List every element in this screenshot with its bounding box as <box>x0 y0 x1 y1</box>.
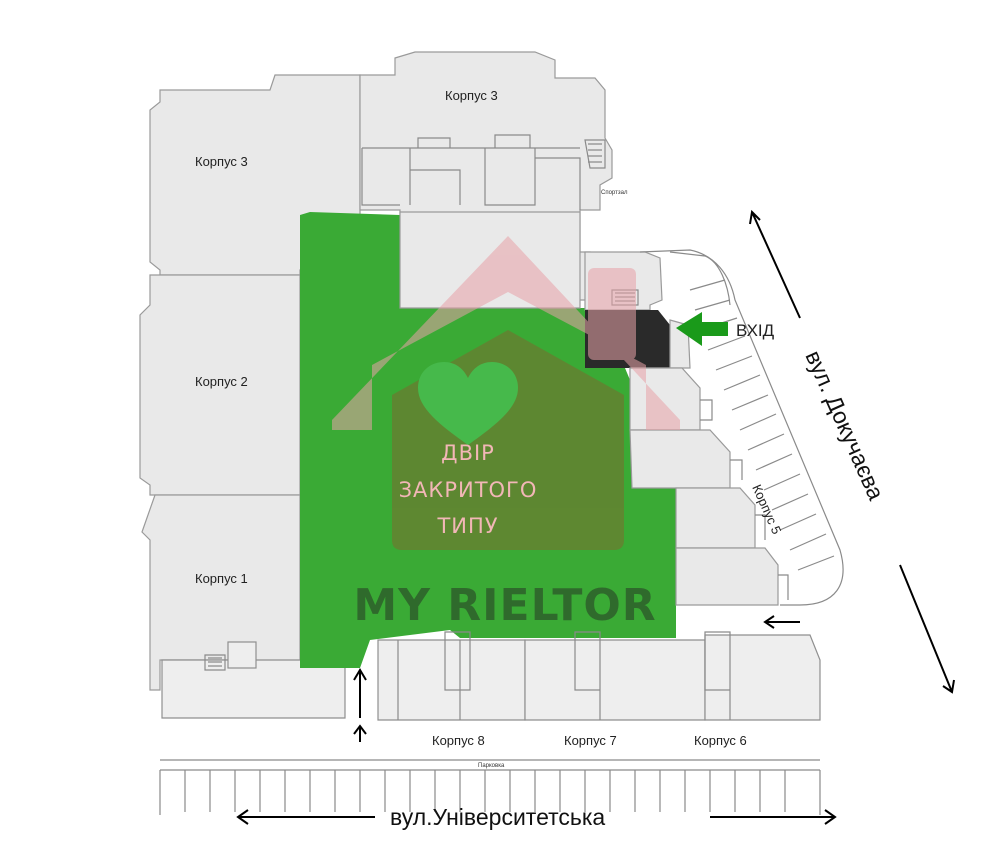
street-universytetska: вул.Університетська <box>390 804 605 830</box>
brand-watermark: MY RIELTOR <box>353 580 656 631</box>
label-korpus1: Корпус 1 <box>195 571 248 586</box>
rooms-korpus3 <box>361 137 580 206</box>
building-korpus6 <box>704 634 821 721</box>
label-entrance: ВХІД <box>736 321 775 340</box>
parking-universytetska <box>159 759 821 815</box>
house-roof <box>332 236 680 430</box>
parking-dokuchaieva <box>639 249 844 606</box>
label-korpus6: Корпус 6 <box>694 733 747 748</box>
label-korpus3-top: Корпус 3 <box>445 88 498 103</box>
label-korpus3-left: Корпус 3 <box>195 154 248 169</box>
parking-spaces-dokuchaieva <box>689 279 835 571</box>
stair-korpus1 <box>227 641 257 669</box>
heart-icon <box>418 362 518 445</box>
parking-spaces-universytetska <box>184 770 786 812</box>
street-arrow-left-icon <box>236 809 375 825</box>
street-arrow-right-icon <box>710 809 837 825</box>
arrow-up-small-icon <box>353 724 367 742</box>
label-korpus8: Корпус 8 <box>432 733 485 748</box>
yard-line2: ЗАКРИТОГО <box>399 478 538 502</box>
label-korpus2: Корпус 2 <box>195 374 248 389</box>
label-korpus7: Корпус 7 <box>564 733 617 748</box>
stairs-icon <box>204 654 226 671</box>
label-sportzal: Спортзал <box>601 190 628 196</box>
korpus5-details <box>700 399 789 600</box>
building-korpus5-e <box>675 547 779 606</box>
building-korpus5-d <box>675 487 756 549</box>
street-arrow-up-icon <box>749 209 801 319</box>
label-parking: Парковка <box>478 763 505 769</box>
street-dokuchaieva: вул. Докучаєва <box>800 346 889 503</box>
yard-line1: ДВІР <box>441 441 495 465</box>
yard-line3: ТИПУ <box>436 514 498 538</box>
arrow-left-icon <box>763 615 800 629</box>
stairs-korpus3 <box>584 139 606 169</box>
entrance-arrow-icon <box>676 312 728 346</box>
building-korpus1-wing <box>161 659 346 719</box>
rooms-korpus3b <box>484 134 581 210</box>
building-korpus7 <box>524 639 706 721</box>
street-arrow-down-icon <box>899 564 955 694</box>
bottom-row-details <box>397 631 731 720</box>
arrow-up-icon <box>353 668 367 718</box>
building-korpus5-c <box>629 429 731 489</box>
house-chimney <box>588 268 636 360</box>
building-korpus8 <box>377 639 526 721</box>
